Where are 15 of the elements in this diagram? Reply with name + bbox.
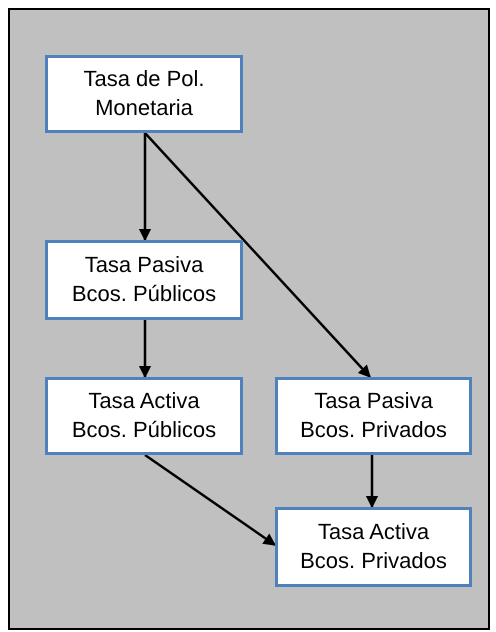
process-box <box>45 377 243 455</box>
process-box <box>45 240 243 320</box>
arrow <box>366 455 378 508</box>
box-label: Tasa de Pol. Monetaria <box>82 65 206 122</box>
process-box <box>275 377 472 455</box>
arrow <box>138 133 152 242</box>
process-box <box>45 55 243 133</box>
box-label: Tasa Pasiva Bcos. Públicos <box>70 251 218 308</box>
process-box <box>275 507 472 587</box>
arrow <box>144 132 371 378</box>
arrow <box>144 454 276 546</box>
box-label: Tasa Activa Bcos. Privados <box>299 518 448 575</box>
arrow <box>138 320 152 378</box>
box-label: Tasa Activa Bcos. Públicos <box>70 387 218 444</box>
box-label: Tasa Pasiva Bcos. Privados <box>299 387 448 444</box>
